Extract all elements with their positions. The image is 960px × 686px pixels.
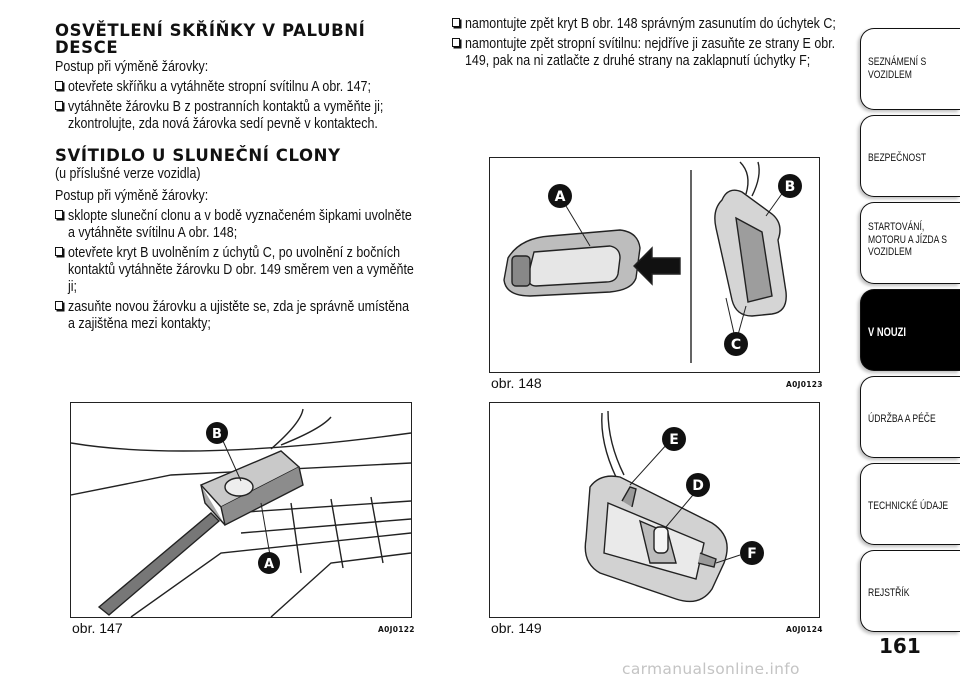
checkbox-bullet-icon	[55, 81, 63, 90]
svg-text:A: A	[555, 189, 566, 205]
callout-label-a: A	[258, 552, 280, 574]
intro-text-2: Postup při výměně žárovky:	[55, 188, 209, 204]
figure-149: E D F	[489, 402, 820, 618]
figure-147: B A	[70, 402, 412, 618]
list-item: otevřete kryt B uvolněním z úchytů C, po…	[55, 245, 417, 296]
middle-column: namontujte zpět kryt B obr. 148 správným…	[452, 16, 847, 73]
steps-list-3: namontujte zpět kryt B obr. 148 správným…	[452, 16, 847, 70]
list-item: vytáhněte žárovku B z postranních kontak…	[55, 99, 417, 133]
steps-list-1: otevřete skříňku a vytáhněte stropní sví…	[55, 79, 417, 133]
figure-149-code: A0J0124	[786, 625, 823, 634]
figure-149-illustration: E D F	[584, 410, 764, 603]
svg-text:D: D	[692, 478, 704, 494]
callout-label-b: B	[206, 422, 228, 444]
tab-technicke-udaje[interactable]: TECHNICKÉ ÚDAJE	[860, 463, 960, 545]
steps-list-2: sklopte sluneční clonu a v bodě vyznačen…	[55, 208, 417, 333]
tab-rejstrik[interactable]: REJSTŘÍK	[860, 550, 960, 632]
figure-147-illustration: B A	[70, 408, 412, 618]
callout-label-c: C	[724, 332, 748, 356]
svg-text:A: A	[264, 557, 274, 572]
figure-149-caption: obr. 149	[491, 620, 542, 636]
checkbox-bullet-icon	[55, 101, 63, 110]
checkbox-bullet-icon	[55, 210, 63, 219]
checkbox-bullet-icon	[55, 247, 63, 256]
tab-udrzba-a-pece[interactable]: ÚDRŽBA A PÉČE	[860, 376, 960, 458]
figure-148-code: A0J0123	[786, 380, 823, 389]
checkbox-bullet-icon	[55, 301, 63, 310]
checkbox-bullet-icon	[452, 38, 460, 47]
section-subheading: (u příslušné verze vozidla)	[55, 166, 201, 182]
page-number: 161	[879, 634, 921, 658]
callout-label-e: E	[662, 427, 686, 451]
intro-text-1: Postup při výměně žárovky:	[55, 59, 209, 75]
section-heading-glovebox-light: OSVĚTLENÍ SKŘÍŇKY V PALUBNÍ DESCE	[55, 21, 366, 57]
figure-148-caption: obr. 148	[491, 375, 542, 391]
checkbox-bullet-icon	[452, 18, 460, 27]
callout-label-b: B	[778, 174, 802, 198]
figure-148-illustration: A B C	[503, 161, 802, 363]
callout-label-f: F	[740, 541, 764, 565]
tab-bezpecnost[interactable]: BEZPEČNOST	[860, 115, 960, 197]
figure-147-caption: obr. 147	[72, 620, 123, 636]
tab-seznameni-s-vozidlem[interactable]: SEZNÁMENÍ S VOZIDLEM	[860, 28, 960, 110]
tab-startovani[interactable]: STARTOVÁNÍ, MOTORU A JÍZDA S VOZIDLEM	[860, 202, 960, 284]
callout-label-a: A	[548, 184, 572, 208]
list-item: otevřete skříňku a vytáhněte stropní sví…	[55, 79, 417, 96]
svg-text:E: E	[669, 432, 679, 448]
watermark: carmanualsonline.info	[622, 660, 800, 678]
list-item: zasuňte novou žárovku a ujistěte se, zda…	[55, 299, 417, 333]
svg-text:C: C	[731, 337, 741, 353]
chapter-tabs: SEZNÁMENÍ S VOZIDLEM BEZPEČNOST STARTOVÁ…	[860, 0, 960, 686]
tab-v-nouzi[interactable]: V NOUZI	[860, 289, 960, 371]
svg-text:B: B	[785, 179, 796, 195]
list-item: sklopte sluneční clonu a v bodě vyznačen…	[55, 208, 417, 242]
section-heading-sunvisor-light: SVÍTIDLO U SLUNEČNÍ CLONY	[55, 146, 341, 165]
left-column: OSVĚTLENÍ SKŘÍŇKY V PALUBNÍ DESCE Postup…	[55, 22, 417, 336]
svg-text:F: F	[747, 546, 757, 562]
svg-text:B: B	[212, 427, 222, 442]
callout-label-d: D	[686, 473, 710, 497]
list-item: namontujte zpět kryt B obr. 148 správným…	[452, 16, 847, 33]
figure-148: A B C	[489, 157, 820, 373]
list-item: namontujte zpět stropní svítilnu: nejdří…	[452, 36, 847, 70]
figure-147-code: A0J0122	[378, 625, 415, 634]
